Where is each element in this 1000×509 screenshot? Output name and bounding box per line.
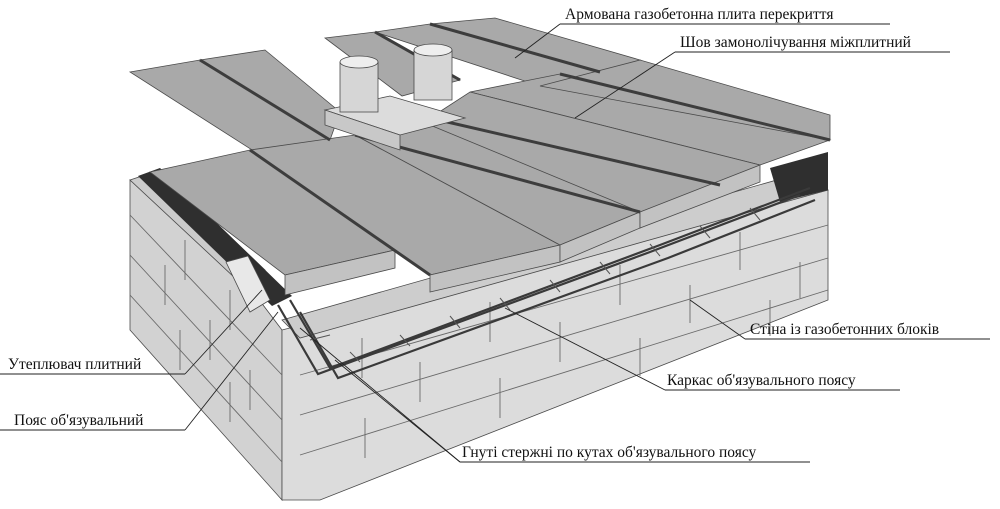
perimeter-belt [138, 152, 828, 313]
slab-6-edge [639, 164, 761, 229]
callout-leaders [0, 23, 990, 463]
label-wall: Стіна із газобетонних блоків [750, 321, 939, 338]
label-seam: Шов замонолічування міжплитний [680, 34, 911, 51]
pipe-left-body [339, 61, 379, 113]
wall-block-joints [129, 214, 829, 463]
ventilation-pipes [323, 43, 467, 151]
pipe-right-body [413, 49, 453, 101]
belt-reinforcement-frame [277, 186, 816, 380]
callout-labels: Армована газобетонна плита перекриття Шо… [8, 6, 939, 461]
slab-12-edge [284, 249, 396, 296]
label-frame: Каркас об'язувального поясу [667, 372, 856, 389]
label-belt: Пояс об'язувальний [14, 412, 143, 429]
insulation-strip [225, 255, 271, 313]
label-slab: Армована газобетонна плита перекриття [565, 6, 833, 23]
pipe-base-block-side [324, 109, 401, 151]
pipe-left-top [339, 55, 379, 69]
label-bent-bars: Гнуті стержні по кутах об'язувального по… [462, 444, 757, 461]
slab-7 [539, 59, 831, 141]
label-insulation: Утеплювач плитний [8, 356, 141, 373]
belt-right [770, 152, 828, 202]
pipe-right-top [413, 43, 453, 57]
